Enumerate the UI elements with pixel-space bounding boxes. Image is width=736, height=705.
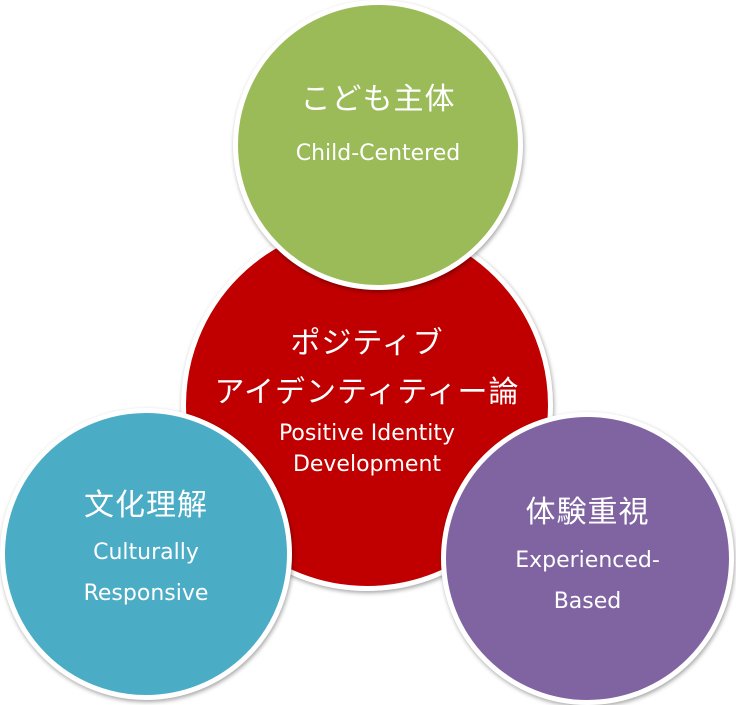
top-en-label: Child-Centered	[295, 140, 461, 166]
left-en-line1: Culturally	[93, 540, 199, 566]
right-en-line2: Based	[553, 588, 622, 614]
center-en-line2: Development	[292, 452, 442, 478]
center-jp-line2: アイデンティティー論	[214, 374, 520, 410]
left-en-line2: Responsive	[83, 581, 209, 607]
center-jp-line1: ポジティブ	[290, 326, 444, 361]
right-jp-label: 体験重視	[525, 495, 650, 531]
left-jp-label: 文化理解	[84, 487, 208, 523]
right-circle-experienced-based: 体験重視 Experienced- Based	[441, 412, 734, 705]
left-circle-culturally-responsive: 文化理解 Culturally Responsive	[0, 408, 292, 700]
top-circle-child-centered: こども主体 Child-Centered	[233, 0, 523, 290]
right-en-line1: Experienced-	[515, 547, 660, 573]
center-en-line1: Positive Identity	[278, 421, 456, 447]
top-jp-label: こども主体	[300, 82, 456, 118]
